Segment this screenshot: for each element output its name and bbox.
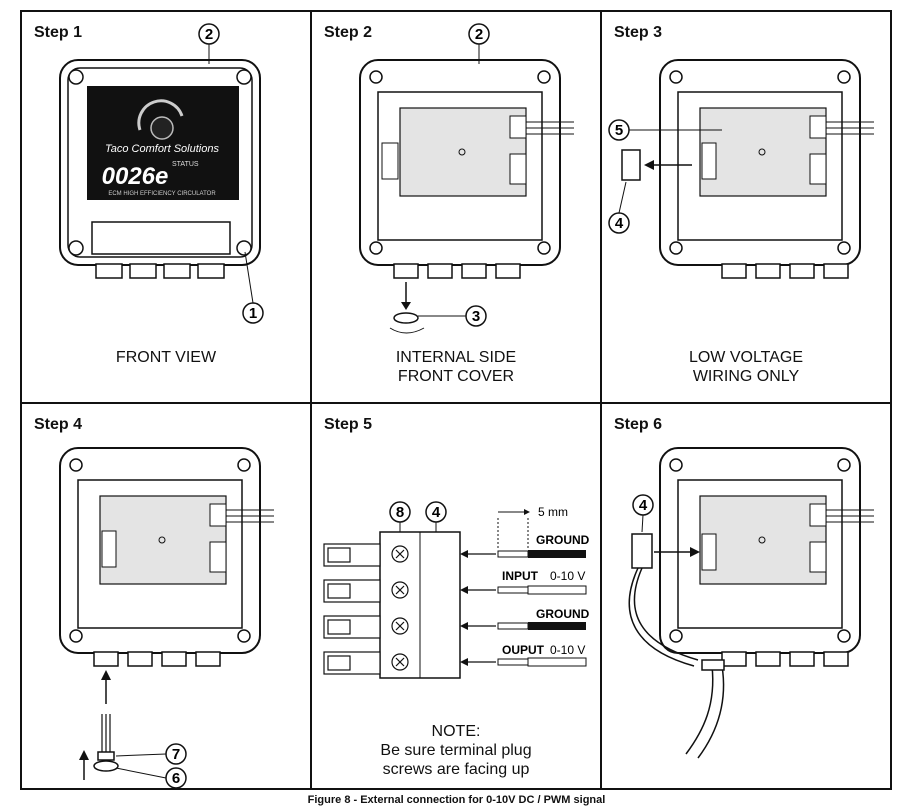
cable — [697, 665, 725, 759]
callout-number: 2 — [205, 26, 213, 43]
step-3-panel: Step 3 5 4 — [602, 12, 890, 404]
terminal-suffix: 0-10 V — [550, 643, 585, 657]
terminal-label: OUPUT — [502, 643, 545, 657]
corner-screw — [68, 69, 252, 256]
circuit-board — [399, 107, 527, 197]
callout-number: 4 — [432, 504, 441, 521]
step-5-title: Step 5 — [324, 416, 373, 433]
callout-number: 2 — [475, 26, 483, 43]
callout-number: 7 — [172, 746, 180, 763]
step-5-note-line: NOTE: — [431, 723, 481, 740]
cable-insertion: 7 6 — [59, 447, 274, 788]
step-5-panel: Step 5 8 4 — [312, 404, 602, 788]
front-cover-internal: 2 3 — [359, 23, 574, 334]
plug-cap — [393, 312, 419, 324]
step-2-panel: Step 2 2 3 — [312, 12, 602, 404]
terminal-suffix: 0-10 V — [550, 569, 585, 583]
step-5-note-line: screws are facing up — [382, 761, 530, 778]
callout-number: 4 — [639, 497, 648, 514]
step-6-panel: Step 6 — [602, 404, 890, 788]
callout-number: 3 — [472, 308, 480, 325]
terminal-label: INPUT — [502, 569, 539, 583]
figure-caption: Figure 8 - External connection for 0-10V… — [307, 794, 606, 806]
cable-glands — [95, 263, 225, 279]
callout-number: 8 — [396, 504, 404, 521]
step-4-panel: Step 4 — [22, 404, 312, 788]
strip-length-label: 5 mm — [538, 505, 568, 519]
step-5-note-line: Be sure terminal plug — [380, 742, 532, 759]
terminal-plug — [631, 533, 653, 569]
final-connection: 4 — [628, 447, 874, 759]
terminal-label: GROUND — [536, 607, 590, 621]
step-3-title: Step 3 — [614, 24, 663, 41]
pump-front-view: Taco Comfort Solutions STATUS 0026e ECM … — [59, 23, 264, 324]
step-2-caption-line: INTERNAL SIDE — [395, 349, 517, 366]
terminal-wiring-detail: 8 4 — [323, 501, 590, 679]
callout-number: 6 — [172, 770, 180, 787]
step-3-caption-line: WIRING ONLY — [692, 368, 800, 385]
terminal-plug — [621, 149, 641, 181]
figure-grid: Step 1 Taco Comfort Solutions STATUS 002… — [20, 10, 892, 790]
step-1-title: Step 1 — [34, 24, 83, 41]
callout-number: 4 — [615, 215, 624, 232]
terminal-label: GROUND — [536, 533, 590, 547]
step-2-caption-line: FRONT COVER — [397, 368, 515, 385]
step-6-title: Step 6 — [614, 416, 663, 433]
step-4-title: Step 4 — [34, 416, 83, 433]
step-2-title: Step 2 — [324, 24, 373, 41]
brand-label: Taco Comfort Solutions — [105, 143, 219, 155]
step-1-panel: Step 1 Taco Comfort Solutions STATUS 002… — [22, 12, 312, 404]
low-voltage-wiring: 5 4 — [608, 59, 874, 279]
callout-number: 1 — [249, 305, 257, 322]
step-3-caption-line: LOW VOLTAGE — [688, 349, 804, 366]
wire-ends — [497, 550, 587, 667]
circuit-board — [699, 107, 827, 197]
step-1-caption-line: FRONT VIEW — [115, 349, 217, 366]
sub-label: ECM HIGH EFFICIENCY CIRCULATOR — [108, 191, 216, 197]
status-label: STATUS — [172, 161, 199, 168]
callout-number: 5 — [615, 122, 623, 139]
model-label: 0026e — [102, 163, 169, 190]
